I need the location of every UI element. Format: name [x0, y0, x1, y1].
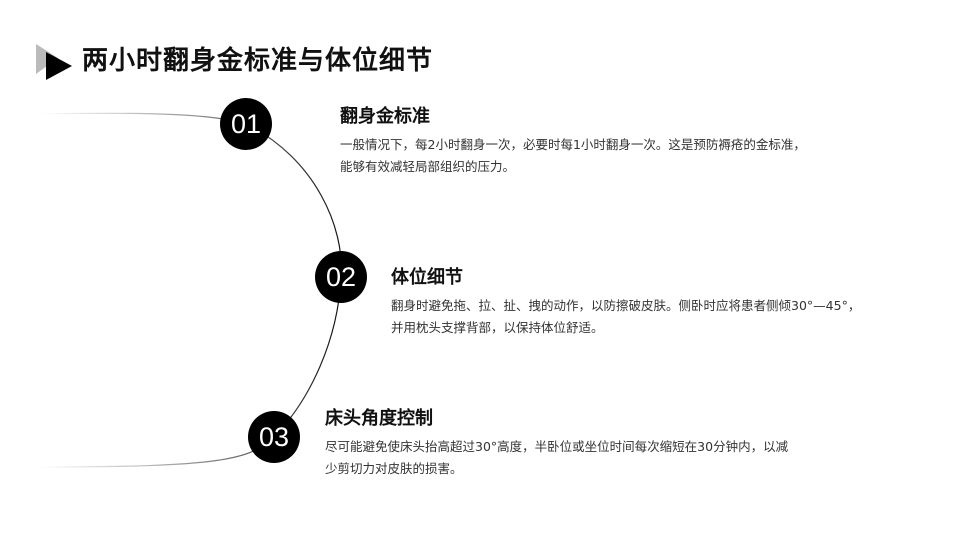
step-heading: 体位细节 [391, 267, 463, 288]
step-number-02: 02 [315, 251, 367, 303]
page-title: 两小时翻身金标准与体位细节 [82, 46, 434, 76]
step-text-line: 能够有效减轻局部组织的压力。 [340, 159, 516, 174]
step-text-line: 翻身时避免拖、拉、扯、拽的动作，以防擦破皮肤。侧卧时应将患者侧倾30°—45°， [391, 298, 861, 313]
step-text-line: 少剪切力对皮肤的损害。 [325, 461, 463, 476]
step-number-01: 01 [220, 98, 272, 150]
step-item-03: 床头角度控制 尽可能避免使床头抬高超过30°高度，半卧位或坐位时间每次缩短在30… [325, 404, 788, 480]
play-triangle-icon [36, 44, 72, 80]
step-heading: 翻身金标准 [340, 106, 430, 127]
step-number-03: 03 [248, 411, 300, 463]
step-text-line: 一般情况下，每2小时翻身一次，必要时每1小时翻身一次。这是预防褥疮的金标准， [340, 137, 806, 152]
step-item-01: 翻身金标准 一般情况下，每2小时翻身一次，必要时每1小时翻身一次。这是预防褥疮的… [340, 102, 806, 178]
step-item-02: 体位细节 翻身时避免拖、拉、扯、拽的动作，以防擦破皮肤。侧卧时应将患者侧倾30°… [391, 263, 860, 339]
step-text-line: 并用枕头支撑背部，以保持体位舒适。 [391, 320, 604, 335]
step-heading: 床头角度控制 [325, 408, 433, 429]
step-text-line: 尽可能避免使床头抬高超过30°高度，半卧位或坐位时间每次缩短在30分钟内，以减 [325, 439, 789, 454]
